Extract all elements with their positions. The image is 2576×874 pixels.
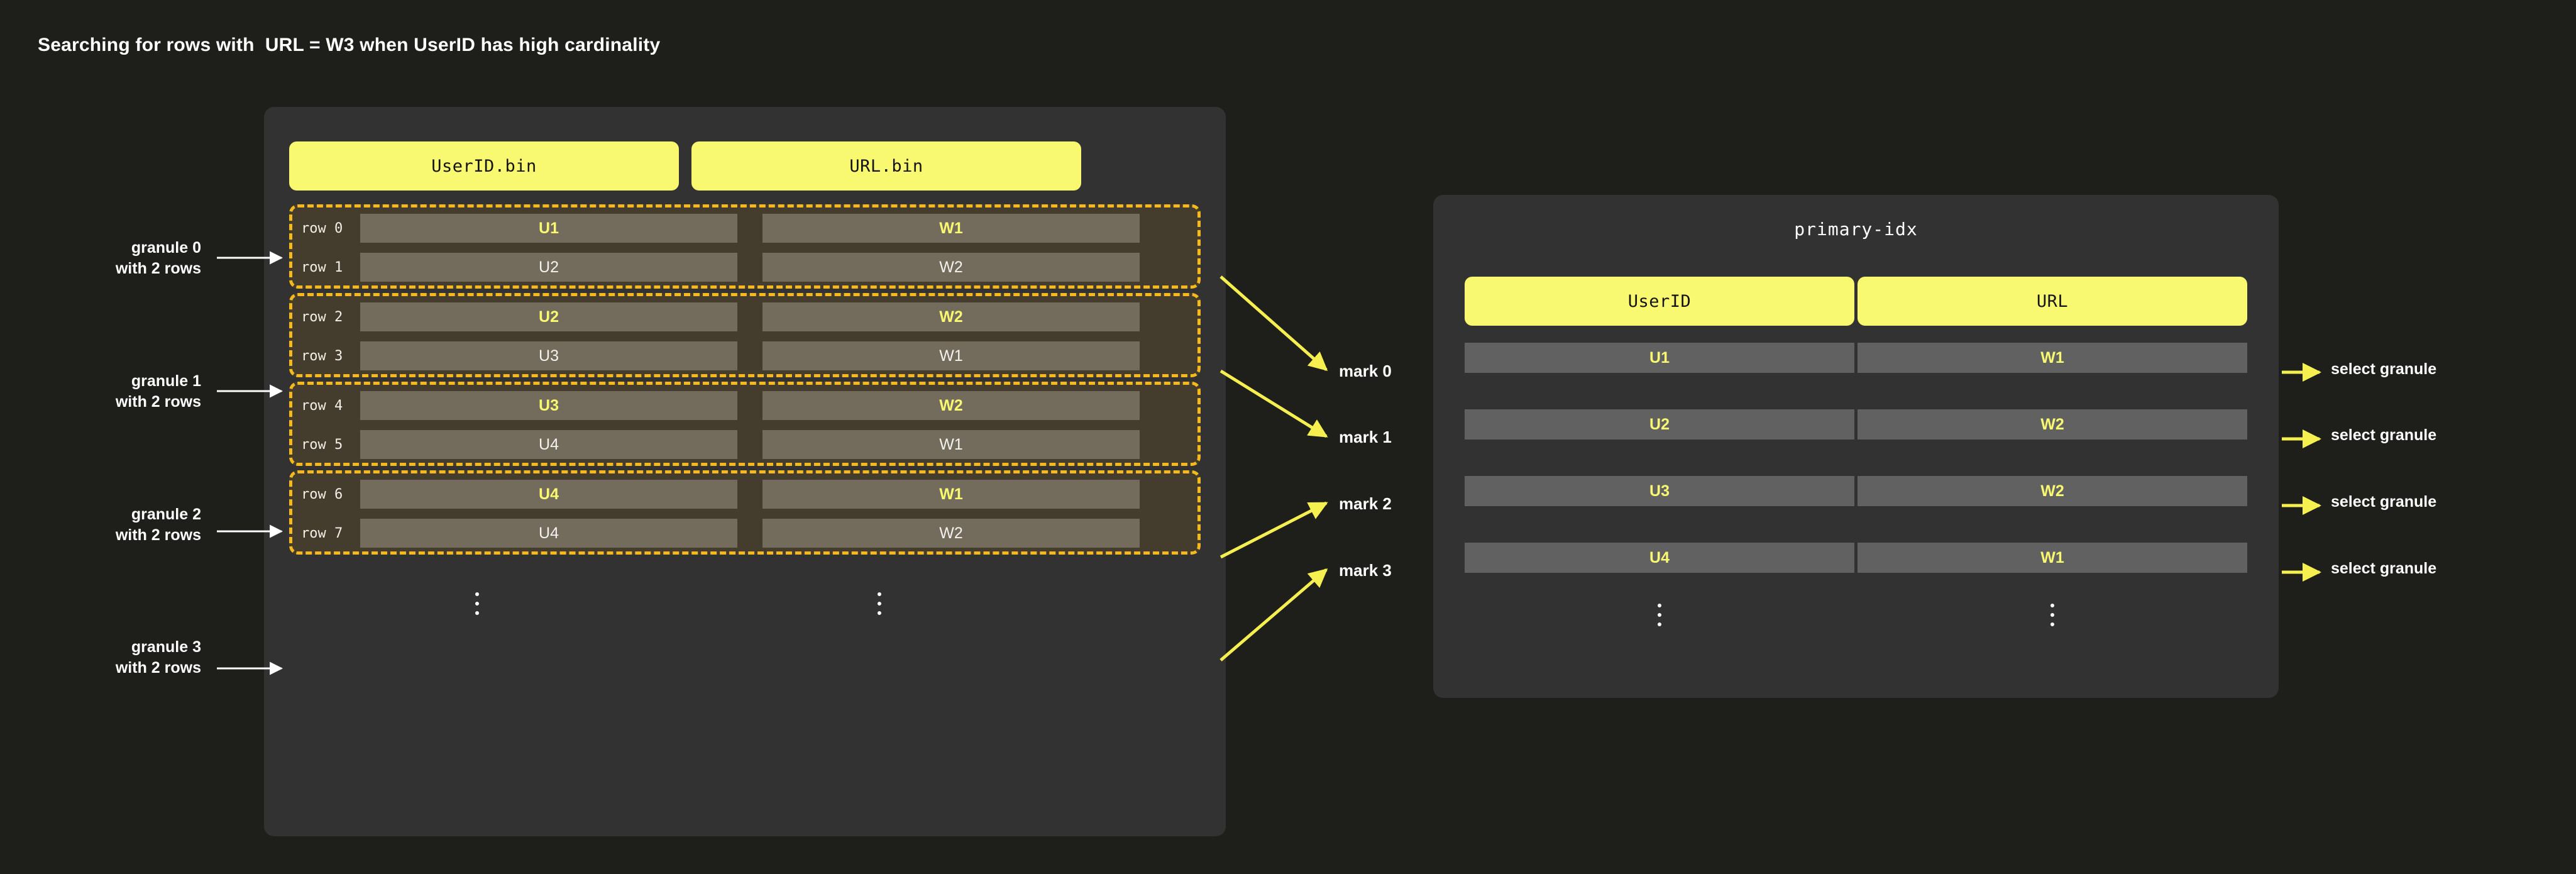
primary-index-panel: primary-idx UserID URL U1 W1 U2 W2 U3 W2… — [1433, 195, 2279, 698]
index-cell-url-0: W1 — [1858, 343, 2247, 373]
data-cell-url-3: W1 — [762, 341, 1140, 370]
row-label-5: row 5 — [301, 436, 343, 453]
data-cell-userid-3: U3 — [360, 341, 737, 370]
data-cell-url-6: W1 — [762, 480, 1140, 509]
granule-box-3[interactable]: row 6 row 7 U4 W1 U4 W2 — [289, 470, 1201, 555]
vertical-ellipsis-icon-url — [878, 592, 881, 615]
data-cell-userid-1: U2 — [360, 253, 737, 282]
row-label-0: row 0 — [301, 220, 343, 236]
data-cell-userid-6: U4 — [360, 480, 737, 509]
row-label-4: row 4 — [301, 397, 343, 414]
data-cell-userid-2: U2 — [360, 302, 737, 331]
index-vertical-ellipsis-icon-url — [2050, 604, 2054, 626]
index-column-header-userid: UserID — [1465, 277, 1854, 326]
row-label-3: row 3 — [301, 348, 343, 364]
data-cell-userid-4: U3 — [360, 391, 737, 420]
mark-label-1: mark 1 — [1339, 428, 1392, 446]
data-cell-userid-5: U4 — [360, 430, 737, 459]
granule-label-3: granule 3 with 2 rows — [115, 638, 201, 677]
row-label-7: row 7 — [301, 525, 343, 541]
mark-label-2: mark 2 — [1339, 494, 1392, 513]
select-granule-label-1: select granule — [2331, 426, 2437, 444]
row-label-1: row 1 — [301, 259, 343, 275]
index-cell-userid-1: U2 — [1465, 409, 1854, 440]
select-granule-arrows — [2282, 363, 2321, 582]
column-header-userid-bin: UserID.bin — [289, 141, 679, 191]
page-title: Searching for rows with URL = W3 when Us… — [38, 35, 661, 55]
data-cell-url-7: W2 — [762, 519, 1140, 548]
granule-box-1[interactable]: row 2 row 3 U2 W2 U3 W1 — [289, 293, 1201, 377]
row-label-6: row 6 — [301, 486, 343, 502]
index-column-header-url: URL — [1858, 277, 2247, 326]
index-cell-url-1: W2 — [1858, 409, 2247, 440]
mark-label-0: mark 0 — [1339, 362, 1392, 380]
index-vertical-ellipsis-icon-userid — [1658, 604, 1661, 626]
data-cell-url-4: W2 — [762, 391, 1140, 420]
granule-label-0: granule 0 with 2 rows — [115, 239, 201, 277]
select-granule-label-3: select granule — [2331, 560, 2437, 577]
granule-label-2: granule 2 with 2 rows — [115, 506, 201, 544]
mark-label-3: mark 3 — [1339, 561, 1392, 580]
index-cell-userid-3: U4 — [1465, 543, 1854, 573]
granule-label-1: granule 1 with 2 rows — [115, 372, 201, 411]
granule-box-0[interactable]: row 0 row 1 U1 W1 U2 W2 — [289, 204, 1201, 289]
column-header-url-bin: URL.bin — [691, 141, 1081, 191]
select-granule-label-0: select granule — [2331, 360, 2437, 378]
data-cell-url-5: W1 — [762, 430, 1140, 459]
row-label-2: row 2 — [301, 309, 343, 325]
data-cell-userid-7: U4 — [360, 519, 737, 548]
data-cell-url-2: W2 — [762, 302, 1140, 331]
data-cell-url-0: W1 — [762, 214, 1140, 243]
data-part-panel: UserID.bin URL.bin row 0 row 1 U1 W1 U2 … — [264, 107, 1226, 836]
select-granule-label-2: select granule — [2331, 493, 2437, 511]
granule-box-2[interactable]: row 4 row 5 U3 W2 U4 W1 — [289, 382, 1201, 466]
vertical-ellipsis-icon-userid — [475, 592, 479, 615]
data-cell-url-1: W2 — [762, 253, 1140, 282]
index-cell-url-3: W1 — [1858, 543, 2247, 573]
primary-idx-title: primary-idx — [1794, 219, 1918, 240]
index-cell-url-2: W2 — [1858, 476, 2247, 506]
index-cell-userid-0: U1 — [1465, 343, 1854, 373]
mark-pointer-arrows — [1219, 275, 1328, 661]
data-cell-userid-0: U1 — [360, 214, 737, 243]
index-cell-userid-2: U3 — [1465, 476, 1854, 506]
